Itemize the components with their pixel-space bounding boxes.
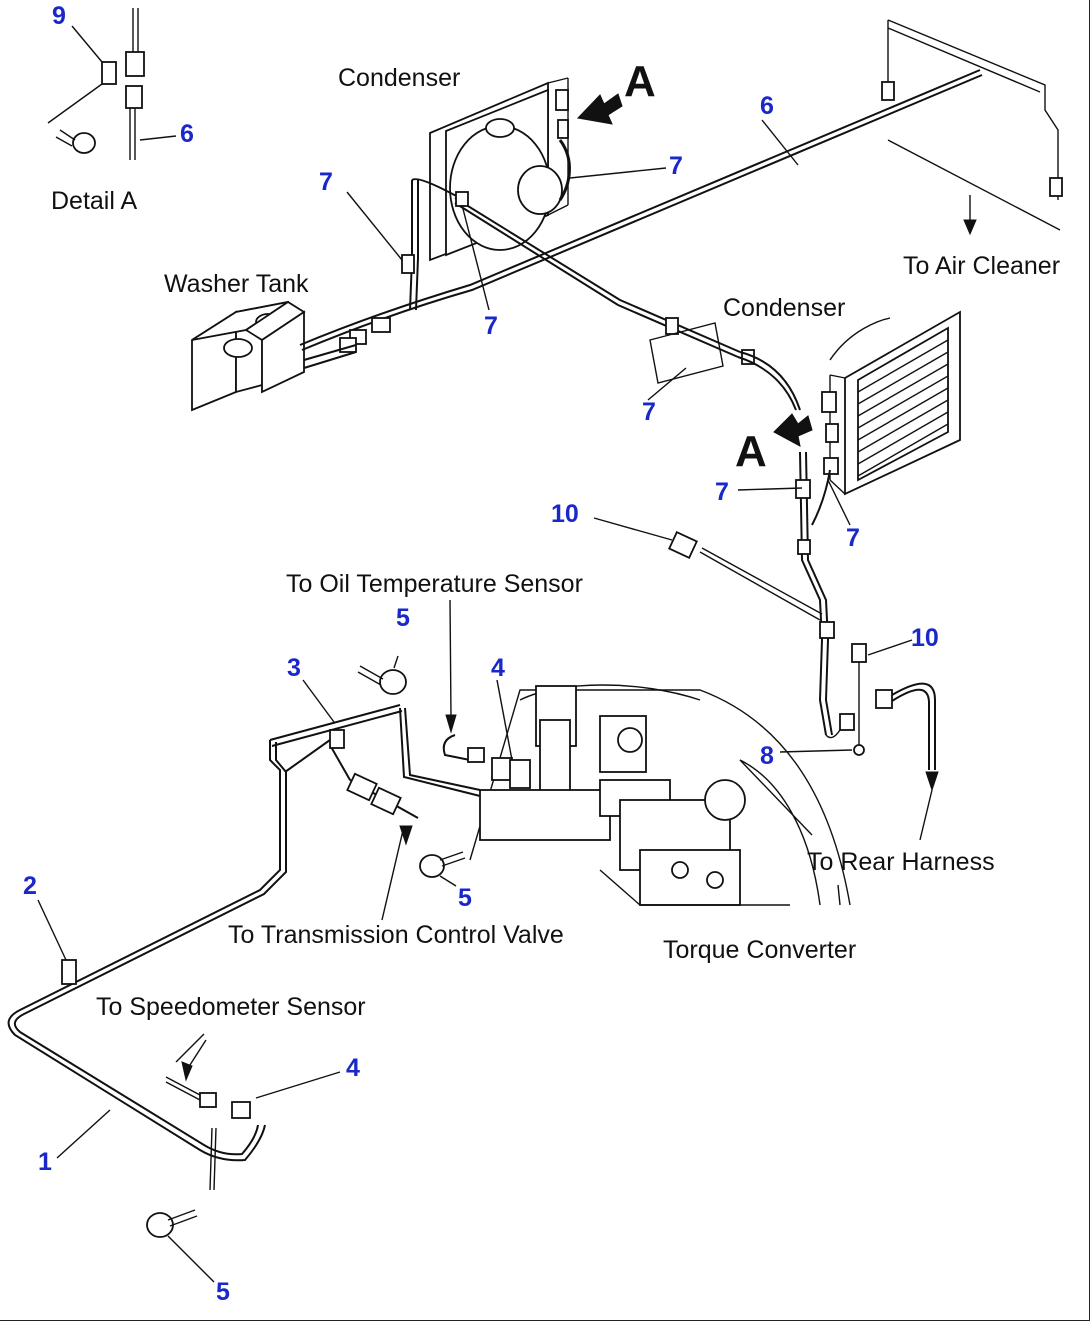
- callout-5: 5: [396, 604, 410, 632]
- view-a-label-top: A: [624, 57, 656, 106]
- to-transmission-valve-label: To Transmission Control Valve: [228, 921, 564, 949]
- callout-7: 7: [484, 312, 498, 340]
- condenser-top-label: Condenser: [338, 64, 460, 92]
- callout-3: 3: [287, 654, 301, 682]
- callout-4: 4: [346, 1054, 360, 1082]
- detail-a-label: Detail A: [51, 187, 137, 215]
- washer-tank-illustration: [191, 300, 306, 412]
- to-air-cleaner-label: To Air Cleaner: [903, 252, 1060, 280]
- callout-8: 8: [760, 742, 774, 770]
- callout-2: 2: [23, 872, 37, 900]
- callout-10: 10: [551, 500, 579, 528]
- callout-9: 9: [52, 2, 66, 30]
- detail-a-illustration: [47, 8, 145, 160]
- view-a-arrow-right: [773, 413, 813, 447]
- callout-7: 7: [642, 398, 656, 426]
- to-rear-harness-label: To Rear Harness: [807, 848, 995, 876]
- callout-1: 1: [38, 1148, 52, 1176]
- torque-converter-label: Torque Converter: [663, 936, 856, 964]
- harness-1-wiring: [7, 704, 485, 1191]
- to-oil-temp-sensor-label: To Oil Temperature Sensor: [286, 570, 583, 598]
- view-a-arrow-top: [576, 93, 623, 125]
- callout-4: 4: [491, 654, 505, 682]
- callout-7: 7: [669, 152, 683, 180]
- top-condenser-illustration: [429, 77, 571, 262]
- callout-7: 7: [715, 478, 729, 506]
- callout-5: 5: [458, 884, 472, 912]
- callout-7: 7: [846, 524, 860, 552]
- callout-6: 6: [760, 92, 774, 120]
- right-condenser-illustration: [821, 310, 961, 496]
- callout-5: 5: [216, 1278, 230, 1306]
- leader-lines: [37, 25, 933, 1283]
- right-vertical-harness: [668, 451, 939, 792]
- bolts: [146, 665, 466, 1238]
- transmission-illustration: [469, 684, 851, 906]
- callout-6: 6: [180, 120, 194, 148]
- callout-numbers: 9 6 6 7 7 7 7 7 7 10 10 5 5 5 3 4 4 8 2 …: [23, 2, 939, 1306]
- to-speedometer-sensor-label: To Speedometer Sensor: [96, 993, 366, 1021]
- view-a-label-right: A: [735, 427, 767, 476]
- washer-tank-label: Washer Tank: [164, 270, 309, 298]
- condenser-right-label: Condenser: [723, 294, 845, 322]
- callout-10: 10: [911, 624, 939, 652]
- harness-6-wiring: [299, 19, 1063, 411]
- callout-7: 7: [319, 168, 333, 196]
